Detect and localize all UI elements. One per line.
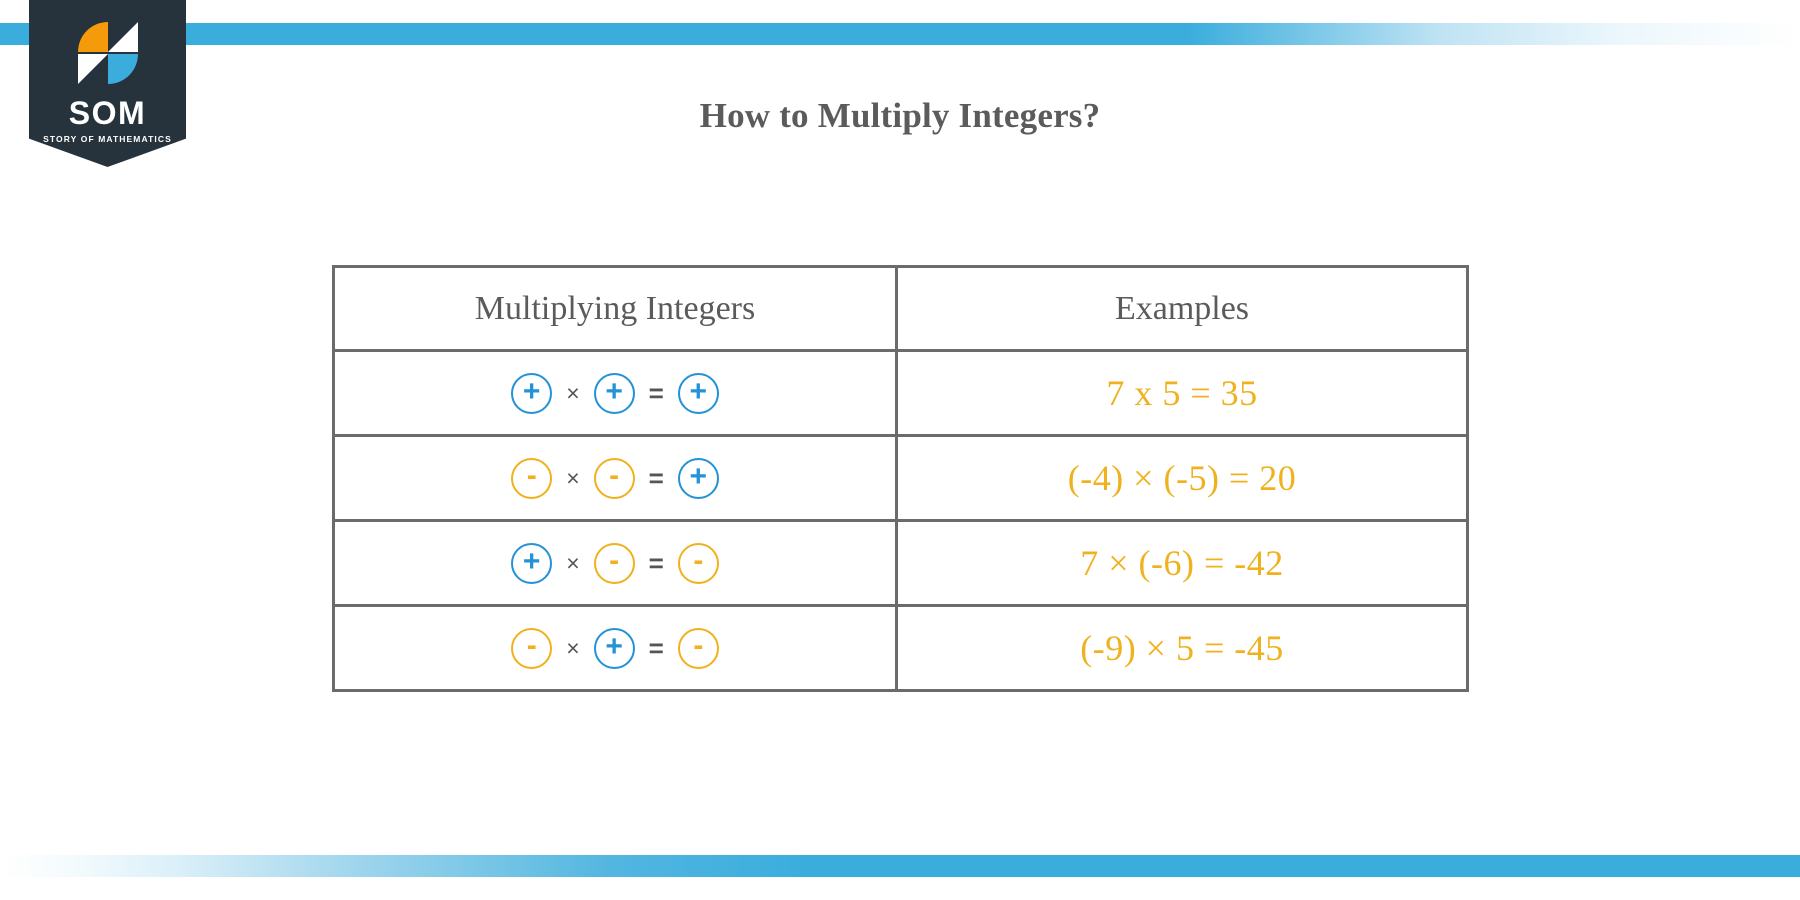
negative-sign-chip-result: -	[677, 542, 719, 584]
multiply-operator: ×	[566, 634, 580, 661]
equals-operator: =	[648, 462, 664, 493]
brand-logo-banner: SOM STORY OF MATHEMATICS	[29, 0, 186, 167]
positive-sign-chip-result: +	[677, 457, 719, 499]
sign-rule-expression: -×+=-	[335, 627, 895, 669]
column-header-rule: Multiplying Integers	[332, 265, 898, 352]
table-header-row: Multiplying Integers Examples	[332, 265, 1469, 352]
example-cell: 7 x 5 = 35	[895, 349, 1469, 437]
sign-glyph: +	[522, 544, 541, 578]
multiply-operator: ×	[566, 379, 580, 406]
example-equation: 7 x 5 = 35	[1106, 373, 1258, 413]
sign-glyph: -	[526, 458, 537, 492]
sign-rule-expression: + × + = +	[335, 372, 895, 414]
sign-rule-expression: -×-=+	[335, 457, 895, 499]
example-equation: (-4) × (-5) = 20	[1067, 458, 1297, 498]
negative-sign-chip-b: -	[593, 457, 635, 499]
equals-operator: =	[648, 377, 664, 408]
sign-glyph: -	[693, 543, 704, 577]
multiplying-integers-table: Multiplying Integers Examples + × + = +7 x 5…	[332, 265, 1469, 692]
table-row: -×+=-(-9) × 5 = -45	[332, 604, 1469, 692]
brand-wordmark: SOM	[68, 95, 147, 131]
sign-glyph: +	[605, 374, 623, 408]
table-row: + × + = +7 x 5 = 35	[332, 349, 1469, 437]
multiply-operator: ×	[566, 549, 580, 576]
page-title: How to Multiply Integers?	[699, 96, 1101, 135]
rule-cell: + × + = +	[332, 349, 898, 437]
sign-rule-expression: + × -=-	[335, 542, 895, 584]
negative-sign-chip-a: -	[511, 457, 553, 499]
table-row: -×-=+(-4) × (-5) = 20	[332, 434, 1469, 522]
sign-glyph: -	[609, 543, 620, 577]
sign-glyph: +	[522, 374, 541, 408]
positive-sign-chip-result: +	[677, 372, 719, 414]
som-logo-mark-icon	[76, 20, 140, 86]
column-header-example: Examples	[895, 265, 1469, 352]
rule-cell: + × -=-	[332, 519, 898, 607]
bottom-accent-bar	[0, 855, 1800, 877]
negative-sign-chip-b: -	[593, 542, 635, 584]
positive-sign-chip-b: +	[593, 372, 635, 414]
sign-glyph: -	[693, 628, 704, 662]
sign-glyph: +	[689, 459, 708, 493]
equals-operator: =	[648, 632, 664, 663]
example-equation: (-9) × 5 = -45	[1080, 628, 1284, 668]
example-cell: (-9) × 5 = -45	[895, 604, 1469, 692]
multiply-operator: ×	[566, 464, 580, 491]
top-accent-bar	[0, 23, 1800, 45]
sign-glyph: -	[609, 458, 620, 492]
example-cell: (-4) × (-5) = 20	[895, 434, 1469, 522]
rule-cell: -×-=+	[332, 434, 898, 522]
sign-glyph: -	[526, 628, 537, 662]
positive-sign-chip-b: +	[593, 627, 635, 669]
sign-glyph: +	[605, 629, 623, 663]
positive-sign-chip-a: +	[511, 542, 553, 584]
equals-operator: =	[648, 547, 664, 578]
example-cell: 7 × (-6) = -42	[895, 519, 1469, 607]
negative-sign-chip-result: -	[677, 627, 719, 669]
negative-sign-chip-a: -	[511, 627, 553, 669]
table-row: + × -=- 7 × (-6) = -42	[332, 519, 1469, 607]
example-equation: 7 × (-6) = -42	[1080, 543, 1284, 583]
table-body: +×+=+7 x 5 = 35-×-=+(-4) × (-5) = 20+×-=…	[332, 349, 1469, 692]
positive-sign-chip-a: +	[511, 372, 553, 414]
brand-tagline: STORY OF MATHEMATICS	[43, 134, 172, 144]
rule-cell: -×+=-	[332, 604, 898, 692]
sign-glyph: +	[689, 374, 708, 408]
